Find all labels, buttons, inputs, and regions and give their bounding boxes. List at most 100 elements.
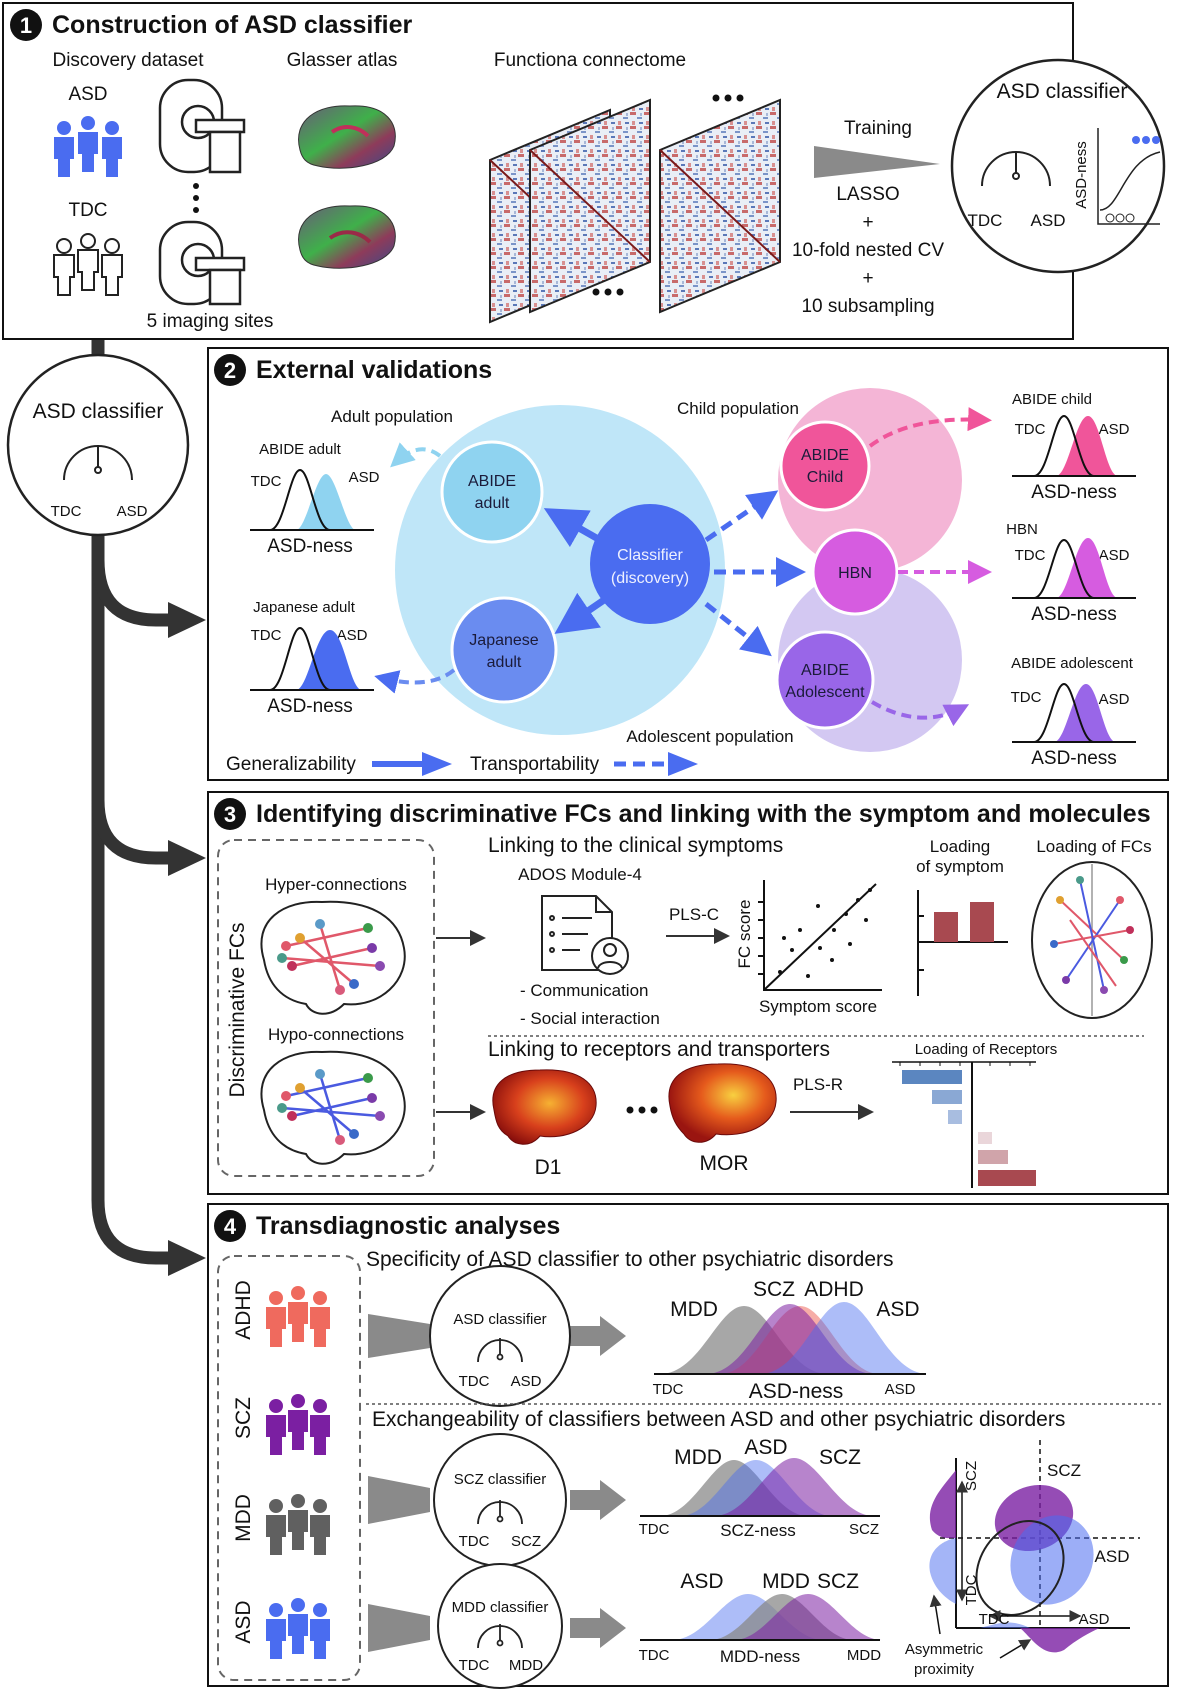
output-arrow <box>570 1480 626 1520</box>
gauge-icon <box>477 1338 523 1363</box>
exchangeability-title: Exchangeability of classifiers between A… <box>372 1408 1065 1431</box>
group-label: ADHD <box>232 1280 255 1340</box>
scz-label: SCZ <box>753 1278 795 1301</box>
scz-axis-label: SCZ <box>963 1461 980 1491</box>
loading-symptom-label: Loading <box>930 837 991 856</box>
clinical-symptoms-title: Linking to the clinical symptoms <box>488 834 783 857</box>
groups-box <box>217 1255 361 1681</box>
asd-cluster-label: ASD <box>1095 1547 1130 1566</box>
generalizability-legend-label: Generalizability <box>226 754 356 775</box>
ados-module-label: ADOS Module-4 <box>518 865 642 884</box>
person-group-icon <box>266 1494 330 1555</box>
asd-label: ASD <box>349 469 380 486</box>
scz-cluster-label: SCZ <box>1047 1461 1081 1480</box>
scz-label: SCZ <box>819 1446 861 1469</box>
mdd-group: MDD <box>232 1494 330 1555</box>
discriminative-fcs-label: Discriminative FCs <box>226 922 249 1097</box>
plus-sign: + <box>862 268 873 289</box>
brain-icon <box>298 205 396 269</box>
tdc-label: TDC <box>1015 547 1046 564</box>
asd-ness-label: ASD-ness <box>1031 748 1117 769</box>
panel-number-badge <box>10 9 42 41</box>
asymmetric-proximity-plot: SCZ TDC TDC ASD SCZ ASD Asymmetric proxi… <box>905 1440 1140 1678</box>
receptors-title: Linking to receptors and transporters <box>488 1038 830 1061</box>
tdc-label: TDC <box>251 627 282 644</box>
person-group-icon <box>266 1598 330 1659</box>
classifier-asd-label: ASD <box>1031 211 1066 230</box>
asd-group: ASD <box>232 1598 330 1659</box>
brain-topview-icon <box>1031 861 1153 1019</box>
mdd-ness-label: MDD-ness <box>720 1647 800 1666</box>
japanese-adult-node <box>450 596 558 704</box>
user-icon <box>591 937 629 975</box>
tdc-group-label: TDC <box>68 200 107 221</box>
classifier-label: ASD classifier <box>453 1311 546 1328</box>
japanese-adult-distribution: Japanese adult TDC ASD ASD-ness <box>250 599 374 717</box>
legend: Generalizability Transportability <box>226 752 698 776</box>
side-asd-label: ASD <box>117 503 148 520</box>
asd-label: ASD <box>680 1570 723 1593</box>
panel-number: 2 <box>224 358 236 383</box>
adhd-label: ADHD <box>804 1278 864 1301</box>
gauge-icon <box>63 445 133 481</box>
tdc-label: TDC <box>251 473 282 490</box>
scz-axis-label: SCZ <box>849 1521 879 1538</box>
abide-child-output-arrow <box>868 407 992 448</box>
classifier-tdc-label: TDC <box>968 211 1003 230</box>
gauge-icon <box>477 1624 523 1649</box>
panel-4: 4 Transdiagnostic analyses ADHD SCZ MDD … <box>207 1203 1169 1689</box>
loading-receptors-label: Loading of Receptors <box>915 1041 1058 1058</box>
panel-1: 1 Construction of ASD classifier Discove… <box>2 2 1166 340</box>
asymmetric-label: Asymmetric <box>905 1641 984 1658</box>
abide-child-distribution: ABIDE child TDC ASD ASD-ness <box>1012 391 1136 503</box>
hbn-label: HBN <box>838 565 872 582</box>
abide-child-label: Child <box>807 469 843 486</box>
plsc-label: PLS-C <box>669 905 719 924</box>
lasso-label: LASSO <box>836 184 899 205</box>
symptom-scatter: FC score Symptom score <box>735 880 882 1016</box>
adhd-group: ADHD <box>232 1280 330 1347</box>
person-group-icon <box>266 1394 330 1455</box>
gauge-icon <box>981 151 1051 187</box>
abide-adult-distribution: ABIDE adult TDC ASD ASD-ness <box>250 441 380 557</box>
imaging-sites-label: 5 imaging sites <box>147 311 274 332</box>
group-label: MDD <box>232 1494 255 1542</box>
communication-label: - Communication <box>520 981 649 1000</box>
abide-adult-output-arrow <box>390 442 442 468</box>
classifier-label: SCZ classifier <box>454 1471 547 1488</box>
functional-connectome-label: Functiona connectome <box>494 50 686 71</box>
classifier-discovery-label: (discovery) <box>611 570 689 587</box>
abide-adult-label: ABIDE <box>468 473 516 490</box>
output-arrow <box>570 1316 626 1356</box>
panel-number-badge <box>214 1210 246 1242</box>
mdd-label: MDD <box>670 1298 718 1321</box>
input-funnel <box>368 1476 430 1524</box>
plot-title: HBN <box>1006 521 1038 538</box>
proximity-label: proximity <box>914 1661 975 1678</box>
asd-ness-axis-label: ASD-ness <box>1073 141 1090 209</box>
asd-axis-label: ASD <box>885 1381 916 1398</box>
fc-score-label: FC score <box>735 900 754 969</box>
tdc-label: TDC <box>1015 421 1046 438</box>
asd-classifier-circle: ASD classifier TDC ASD ASD-ness <box>950 58 1166 274</box>
asd-label: ASD <box>337 627 368 644</box>
sigmoid-plot <box>1097 128 1161 225</box>
panel-number: 3 <box>224 802 236 827</box>
panel-number: 4 <box>224 1214 237 1239</box>
loading-symptom-label: of symptom <box>916 857 1004 876</box>
asd-ness-label: ASD-ness <box>749 1380 844 1403</box>
tdc-axis-label: TDC <box>653 1381 684 1398</box>
abide-adult-node <box>440 440 544 544</box>
symptom-loading-bars <box>917 890 1008 996</box>
abide-adolescent-node <box>775 630 875 730</box>
generalizability-arrows <box>543 508 606 634</box>
side-classifier-title: ASD classifier <box>33 400 164 423</box>
asd-ness-label: ASD-ness <box>267 696 353 717</box>
transportability-arrows <box>704 490 806 657</box>
subsampling-label: 10 subsampling <box>801 296 934 317</box>
group-label: ASD <box>232 1600 255 1643</box>
tdc-label: TDC <box>1011 689 1042 706</box>
mdd-ness-distributions: ASD MDD SCZ TDC MDD-ness MDD <box>639 1570 882 1666</box>
side-tdc-label: TDC <box>51 503 82 520</box>
